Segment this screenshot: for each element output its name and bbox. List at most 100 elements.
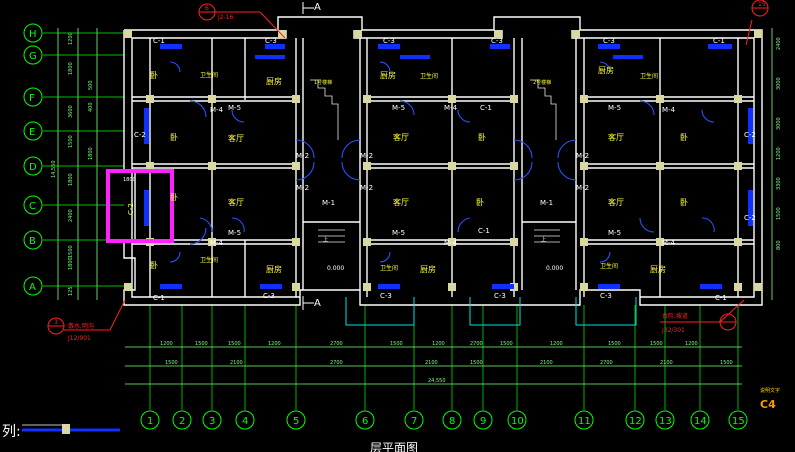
opening-tag-c-2: C-2 <box>744 131 756 139</box>
opening-tag-c-1: C-1 <box>478 227 490 235</box>
section-line-a <box>302 2 314 310</box>
ref3-top-text: 3 <box>54 319 58 326</box>
bottom-dim-row1: 1200 <box>685 341 698 347</box>
opening-tag-m-2: M-2 <box>296 184 309 192</box>
opening-tag-c-3: C-3 <box>494 292 506 300</box>
bottom-dim-row1: 1500 <box>228 341 241 347</box>
door-swing-arc <box>199 217 213 233</box>
room-label-kitchen: 厨房 <box>650 264 666 274</box>
row-bubble-D <box>23 156 43 176</box>
door-swing-arc <box>341 139 361 159</box>
room-label-bathroom: 卫生间 <box>200 71 218 79</box>
room-label-living: 客厅 <box>608 197 624 207</box>
column-marker <box>572 30 580 38</box>
right-dim-text: 1200 <box>776 147 782 160</box>
bottom-dim-row2: 1500 <box>720 360 733 366</box>
column-marker <box>754 30 762 38</box>
col-bubble-4 <box>235 410 255 430</box>
col-bubble-9 <box>473 410 493 430</box>
window-marker <box>700 284 722 289</box>
left-dimension-chain <box>57 28 98 300</box>
ref2-top-text: 15 <box>758 1 766 8</box>
row-bubble-label: B <box>29 236 36 247</box>
opening-tag-m-2: M-2 <box>576 184 589 192</box>
left-dim-total: 14,550 <box>51 161 57 179</box>
column-marker <box>510 238 518 246</box>
column-marker <box>354 30 362 38</box>
note-left-text: 散水,明沟 <box>68 322 94 330</box>
opening-tag-m-1: M-1 <box>322 199 335 207</box>
room-label-living: 客厅 <box>228 197 244 207</box>
col-bubble-1 <box>140 410 160 430</box>
row-bubble-B <box>23 230 43 250</box>
room-label-kitchen: 厨房 <box>266 264 282 274</box>
reference-mark-right <box>745 0 769 46</box>
door-swing-arc <box>169 61 181 73</box>
reference-mark-bottom-right <box>660 299 745 331</box>
window-marker <box>598 44 620 49</box>
column-marker <box>208 238 216 246</box>
left-dim-text: 1800 <box>68 257 74 270</box>
column-marker <box>278 30 286 38</box>
balconies <box>345 297 637 326</box>
left-dim-text: 500 <box>88 80 94 90</box>
section-a-top: A <box>314 2 321 13</box>
col-bubble-label: 13 <box>659 416 672 427</box>
room-label-living: 客厅 <box>608 132 624 142</box>
opening-tag-m-2: M-2 <box>576 152 589 160</box>
drawing-title: 层平面图 <box>370 441 418 452</box>
opening-tag-c-1: C-1 <box>153 37 165 45</box>
bottom-dim-row2: 2100 <box>660 360 673 366</box>
selection-highlight-box[interactable] <box>106 169 174 243</box>
door-swing-arc <box>379 61 391 73</box>
window-marker <box>265 44 285 49</box>
window-marker <box>255 55 285 59</box>
room-label-bathroom: 卫生间 <box>600 262 618 270</box>
elevation-mark-1: 0.000 <box>327 265 344 272</box>
note-left-code: J12/901 <box>67 335 91 342</box>
window-marker <box>492 284 514 289</box>
col-bubble-2 <box>172 410 192 430</box>
bottom-dim-row1: 1500 <box>500 341 513 347</box>
opening-tag-c-3: C-3 <box>383 37 395 45</box>
col-bubble-15 <box>728 410 748 430</box>
col-bubble-label: 2 <box>179 416 185 427</box>
opening-tag-c-1: C-1 <box>713 37 725 45</box>
room-label-living: 客厅 <box>228 133 244 143</box>
window-marker <box>400 55 430 59</box>
column-marker <box>363 283 371 291</box>
right-notes: 说明文字 C4 <box>760 387 780 411</box>
highlight-label: C-2 <box>127 203 135 215</box>
column-marker <box>734 238 742 246</box>
room-label-up: 上 <box>541 236 546 243</box>
bottom-dim-row1: 1200 <box>550 341 563 347</box>
door-swing-arc <box>557 161 577 181</box>
note-right-text: 台阶,坡道 <box>662 312 688 320</box>
room-label-bathroom: 卫生间 <box>420 72 438 80</box>
window-marker <box>613 55 643 59</box>
opening-tag-m-5: M-5 <box>392 104 405 112</box>
column-marker <box>146 95 154 103</box>
window-marker <box>378 284 400 289</box>
col-bubble-10 <box>507 410 527 430</box>
column-marker <box>363 162 371 170</box>
window-marker <box>598 284 620 289</box>
window-marker <box>160 284 182 289</box>
room-label-kitchen: 厨房 <box>266 76 282 86</box>
bottom-dim-row1: 1500 <box>195 341 208 347</box>
highlight-dim-1: 1800 <box>123 177 136 183</box>
column-marker <box>208 95 216 103</box>
room-label-bedroom: 卧 <box>150 261 158 270</box>
row-bubble-label: H <box>29 29 37 40</box>
column-marker <box>292 162 300 170</box>
col-bubble-label: 12 <box>629 416 642 427</box>
stair-2 <box>530 79 560 243</box>
row-bubble-label: A <box>29 282 36 293</box>
door-swing-arc <box>231 109 245 123</box>
room-label-living: 客厅 <box>393 132 409 142</box>
column-marker <box>734 95 742 103</box>
section-a-bottom: A <box>314 298 321 309</box>
